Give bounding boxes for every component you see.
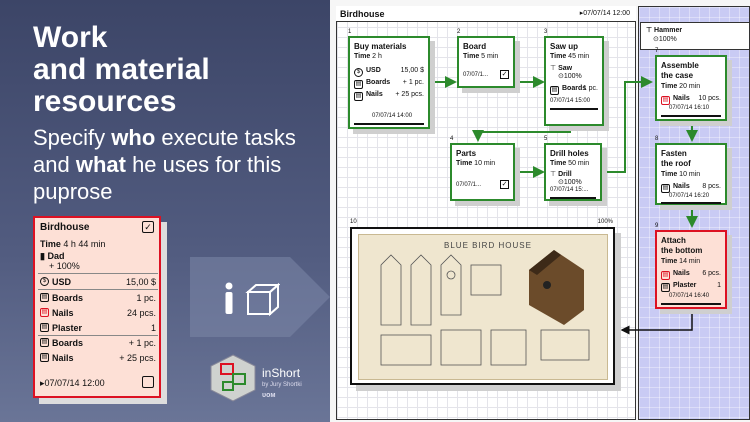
caret-icon: ▸ [40,378,45,388]
coin-icon: $ [40,277,49,286]
divider [38,335,158,336]
hero-subtitle: Specify who execute tasks and what he us… [33,125,296,204]
coin-icon: $ [354,68,363,77]
task-node-attach-bottom[interactable]: 9 Attach the bottom Time 14 min ▤Nails 6… [655,223,727,309]
material-icon: ▤ [661,271,670,280]
task-node-drill-holes[interactable]: 5 Drill holes Time 50 min ⊤ Drill ⊙100% … [544,136,602,201]
card-time-row: Time 4 h 44 min [40,239,106,249]
progress-bar [661,303,721,305]
hero-title: Work and material resources [33,22,313,118]
promo-panel: Work and material resources Specify who … [0,0,330,422]
material-icon: ▤ [40,353,49,362]
task-node-fasten-roof[interactable]: 8 Fasten the roof Time 10 min ▤Nails 8 p… [655,136,727,205]
card-person-row: ▮ Dad [40,251,65,261]
progress-bar [661,115,721,117]
progress-bar [661,202,721,204]
task-node-assemble-case[interactable]: 7 Assemble the case Time 20 min ▤Nails 1… [655,48,727,121]
material-icon: ▤ [354,92,363,101]
divider [38,273,158,274]
tool-icon: ⊤ [550,171,557,178]
material-icon: ▤ [40,293,49,302]
material-icon: ▤ [661,184,670,193]
material-icon: ▤ [661,96,670,105]
person-icon: ▮ [40,251,45,261]
material-icon: ▤ [40,338,49,347]
progress-bar [550,108,598,110]
app-logo-icon [210,354,256,402]
app-name: inShort [262,366,301,380]
window-titlebar: Birdhouse ▸07/07/14 12:00 [336,6,636,22]
hero-title-line: Work [33,21,108,54]
hammer-icon: ⊤ Hammer [646,27,683,34]
card-title: Birdhouse [40,222,90,233]
task-summary-card[interactable]: Birdhouse ✓ Time 4 h 44 min ▮ Dad + 100%… [33,216,161,398]
checkbox-icon[interactable] [142,376,154,388]
window-date: ▸07/07/14 12:00 [579,10,630,17]
task-node-image[interactable]: 10 100% BLUE BIRD HOUSE [350,219,615,385]
divider [38,289,158,290]
task-node-board[interactable]: 2 Board Time 5 min 07/07/1... ✓ [457,29,515,88]
card-date-row: ▸07/07/14 12:00 [40,378,105,388]
material-icon: ▤ [40,308,49,317]
cube-icon [245,282,280,317]
app-mark: ᴜᴏᴍ [262,392,276,399]
progress-bar [354,123,424,125]
checkbox-icon[interactable]: ✓ [500,70,509,79]
window-title: Birdhouse [340,9,385,19]
material-icon: ▤ [661,283,670,292]
task-node-saw-up[interactable]: 3 Saw up Time 45 min ⊤ Saw ⊙100% ▤Boards… [544,29,604,126]
resource-hammer[interactable]: ⊤ Hammer ⊙100% [640,22,750,50]
hero-title-line: resources [33,85,177,118]
tool-icon: ⊤ [550,65,557,72]
material-icon: ▤ [40,323,49,332]
person-icon [225,282,233,314]
app-author: by Jury Shortki [262,382,302,388]
blueprint-image: BLUE BIRD HOUSE [358,234,608,380]
blueprint-drawing [380,250,590,366]
card-row-nails-2: ▤Nails+ 25 pcs. [40,353,156,363]
material-icon: ▤ [550,86,559,95]
progress-bar [550,197,596,199]
checkbox-icon[interactable]: ✓ [500,180,509,189]
material-icon: ▤ [354,80,363,89]
task-node-buy-materials[interactable]: 1 Buy materials Time 2 h $USD 15,00 $ ▤B… [348,29,430,129]
task-node-parts[interactable]: 4 Parts Time 10 min 07/07/1... ✓ [450,136,515,201]
card-person-pct: + 100% [49,261,80,271]
hero-title-line: and material [33,53,210,86]
node-title: Buy materials [354,42,407,51]
arrow-right-icon [190,257,330,337]
hammer-pct: ⊙100% [653,36,677,43]
checkbox-icon[interactable]: ✓ [142,221,154,233]
card-row-boards-2: ▤Boards+ 1 pc. [40,338,156,348]
